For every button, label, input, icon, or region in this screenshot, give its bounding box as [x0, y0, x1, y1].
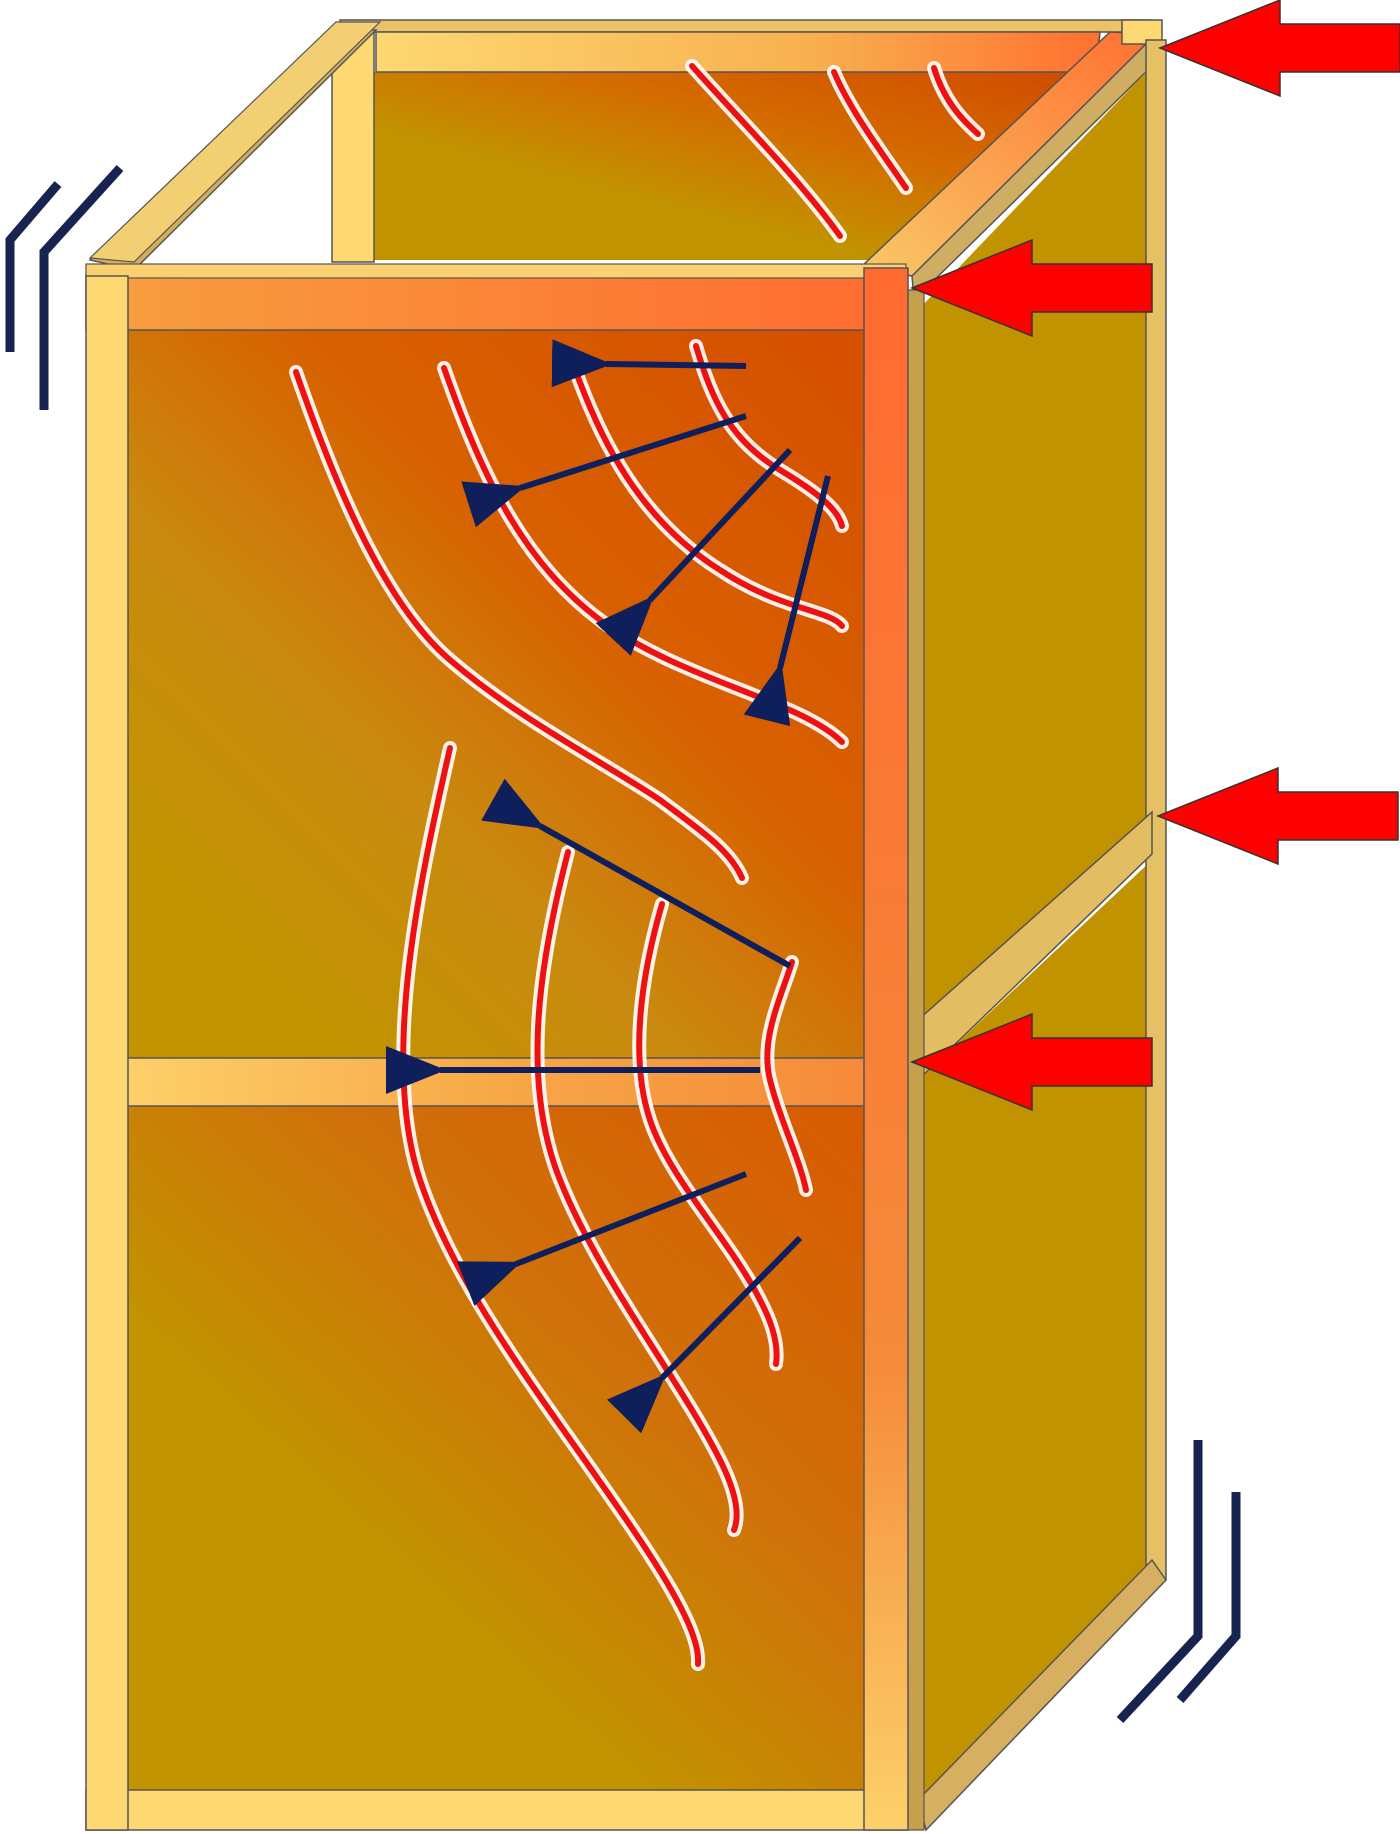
load-path-arrow	[456, 1171, 748, 1307]
load-arrow-mid-back	[1155, 766, 1399, 866]
motion-marks-bottom-right	[1116, 1440, 1241, 1724]
motion-mark	[5, 181, 62, 352]
stress-line	[831, 69, 909, 191]
motion-mark	[39, 164, 124, 410]
stress-line	[571, 363, 845, 629]
load-arrow-mid-front	[909, 1012, 1153, 1112]
motion-mark	[1176, 1492, 1241, 1703]
back-top-plate-face	[375, 31, 1101, 73]
back-top-plate	[339, 19, 1151, 33]
load-arrows	[909, 0, 1400, 1112]
stress-line	[931, 65, 981, 137]
stress-line	[534, 849, 740, 1533]
load-path-arrow	[551, 339, 747, 388]
back-left-post	[331, 29, 375, 263]
front-mid-rail	[125, 1057, 867, 1107]
stress-line	[636, 901, 780, 1367]
load-path-arrow	[481, 778, 792, 969]
left-top-rail-top	[88, 21, 382, 263]
front-top-plate-cap	[85, 263, 907, 279]
stress-line	[293, 369, 745, 881]
load-path-arrow	[595, 447, 793, 656]
load-path-arrow	[606, 1235, 803, 1434]
motion-marks-top-left	[5, 164, 124, 410]
load-arrow-roof-front	[909, 238, 1153, 338]
load-path-arrow	[743, 475, 831, 727]
load-path-arrow	[461, 413, 747, 528]
stress-line	[764, 959, 809, 1193]
flow-arrows	[386, 339, 831, 1434]
front-top-plate	[85, 273, 907, 331]
side-wall-lower-panel	[918, 860, 1152, 1800]
stress-line	[689, 63, 843, 239]
front-bottom-plate	[85, 1789, 907, 1831]
front-right-post	[863, 267, 909, 1831]
front-lower-panel	[126, 1106, 866, 1790]
load-arrow-roof-back	[1157, 0, 1400, 98]
motion-mark	[1116, 1440, 1203, 1724]
front-left-post	[85, 275, 129, 1831]
